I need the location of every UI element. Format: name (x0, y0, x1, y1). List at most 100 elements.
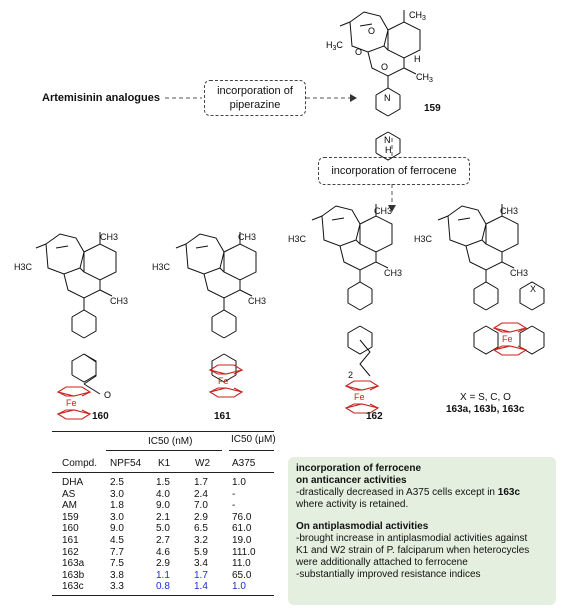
atom-ch3-159: CH3 (409, 10, 426, 22)
table-cell-a375: 65.0 (232, 569, 252, 581)
table-cell-compd: 163c (62, 581, 84, 593)
table-cell-w2: 2.4 (194, 488, 208, 500)
table-cell-npf54: 7.7 (110, 546, 124, 558)
table-cell-compd: 161 (62, 535, 79, 546)
atom-h3c-162: H3C (288, 234, 307, 244)
table-cell-npf54: 9.0 (110, 523, 124, 535)
table-cell-npf54: 3.8 (110, 569, 124, 581)
table-cell-w2: 2.9 (194, 511, 208, 523)
linker-162 (359, 339, 371, 377)
table-cell-a375: 76.0 (232, 511, 252, 523)
table-cell-k1: 5.0 (156, 523, 170, 535)
atom-h3c-159: H3C (326, 40, 343, 52)
table-cell-w2: 6.5 (194, 523, 208, 535)
atom-ch3b-163: CH3 (510, 268, 529, 278)
table-cell-npf54: 3.0 (110, 511, 124, 523)
structure-161 (175, 231, 257, 383)
atom-fe-161: Fe (218, 376, 229, 386)
compound-x-note-163: X = S, C, O (460, 392, 511, 403)
summary-antiplasmodial-line2: K1 and W2 strain of P. falciparum when h… (296, 545, 530, 556)
table-cell-compd: 162 (62, 546, 79, 558)
atom-ch3b-162: CH3 (384, 268, 403, 278)
table-top-rule (52, 431, 274, 432)
table-cell-w2: 1.7 (194, 477, 208, 488)
atom-x-163: X (530, 284, 537, 294)
compound-label-159: 159 (424, 103, 441, 114)
compound-label-160: 160 (92, 411, 109, 422)
table-cell-k1: 0.8 (156, 581, 170, 593)
summary-anticancer-line1-text: -drastically decreased in A375 cells exc… (296, 487, 498, 498)
summary-box: incorporation of ferrocene on anticancer… (288, 457, 556, 605)
atom-n1-159: N (384, 93, 391, 103)
structure-159 (339, 9, 421, 161)
atom-h3c-160: H3C (14, 262, 33, 272)
step-ferrocene-box: incorporation of ferrocene (318, 157, 470, 185)
step-piperazine-line1: incorporation of (217, 85, 293, 97)
atom-fe-162: Fe (354, 392, 365, 402)
table-cell-compd: 163a (62, 558, 85, 570)
atom-h-159: H (414, 54, 421, 64)
table-cell-npf54: 1.8 (110, 500, 124, 512)
source-label: Artemisinin analogues (42, 92, 160, 104)
atom-ch3-160: CH3 (100, 232, 119, 242)
table-cell-a375: 19.0 (232, 535, 252, 546)
summary-anticancer-line2: where activity is retained. (296, 499, 409, 510)
atom-ch3-161: CH3 (238, 232, 257, 242)
summary-antiplasmodial-line3: were additionally attached to ferrocene (296, 557, 468, 568)
table-cell-npf54: 3.3 (110, 581, 124, 593)
summary-title-antiplasmodial: On antiplasmodial activities (296, 521, 429, 532)
step-ferrocene-label: incorporation of ferrocene (331, 165, 457, 177)
atom-two-162: 2 (348, 370, 354, 380)
atom-n2-159: N (384, 135, 391, 145)
table-cell-w2: 3.4 (194, 558, 208, 570)
step-piperazine-line2: piperazine (229, 99, 281, 111)
table-cell-k1: 1.1 (156, 569, 170, 581)
table-um-underline (229, 450, 274, 451)
table-cell-npf54: 2.5 (110, 477, 124, 488)
compound-label-161: 161 (214, 411, 231, 422)
summary-anticancer-line1: -drastically decreased in A375 cells exc… (296, 487, 548, 499)
table-cell-compd: AM (62, 500, 77, 512)
table-cell-k1: 4.0 (156, 488, 170, 500)
table-cell-a375: 61.0 (232, 523, 252, 535)
table-cell-compd: 160 (62, 523, 79, 535)
summary-title-anticancer: incorporation of ferrocene (296, 463, 422, 474)
compound-label-162: 162 (366, 411, 383, 422)
table-cell-w2: 7.0 (194, 500, 208, 512)
table-cell-w2: 3.2 (194, 535, 208, 546)
table-cell-compd: AS (62, 488, 76, 500)
table-cell-w2: 1.4 (194, 581, 208, 593)
table-header-ic50-nm: IC50 (nM) (148, 436, 193, 447)
structure-160 (35, 231, 117, 383)
step-piperazine-box: incorporation of piperazine (204, 80, 306, 116)
table-bottom-rule (52, 595, 274, 596)
table-cell-compd: DHA (62, 477, 84, 488)
table-cell-w2: 1.7 (194, 569, 208, 581)
atom-ch3-162: CH3 (374, 206, 393, 216)
table-cell-a375: 1.0 (232, 581, 246, 593)
atom-ch3b-160: CH3 (110, 296, 129, 306)
table-cell-k1: 1.5 (156, 477, 170, 488)
table-cell-w2: 5.9 (194, 546, 208, 558)
atom-o2-159: O (355, 47, 362, 57)
table-cell-k1: 4.6 (156, 546, 170, 558)
table-cell-npf54: 7.5 (110, 558, 124, 570)
structure-163 (437, 203, 545, 355)
atom-h3c-163: H3C (414, 234, 433, 244)
table-cell-k1: 2.9 (156, 558, 170, 570)
atom-ch3b-159: CH3 (416, 72, 433, 84)
atom-ch3-163: CH3 (500, 206, 519, 216)
table-header-rule (52, 472, 274, 473)
atom-fe-160: Fe (66, 398, 77, 408)
table-header-k1: K1 (158, 458, 171, 469)
structures-svg: CH3 H3C H CH3 O O O N N H O Fe Fe Fe Fe (35, 9, 545, 420)
table-header-compd: Compd. (62, 458, 98, 469)
arrowhead-to-162 (388, 205, 396, 212)
table-cell-npf54: 3.0 (110, 488, 124, 500)
table-header-w2: W2 (195, 458, 210, 469)
summary-antiplasmodial-line4: -substantially improved resistance indic… (296, 569, 481, 580)
atom-o1-159: O (368, 26, 375, 36)
atom-h3c-161: H3C (152, 262, 171, 272)
table-cell-npf54: 4.5 (110, 535, 124, 546)
summary-anticancer-compound: 163c (497, 487, 521, 498)
